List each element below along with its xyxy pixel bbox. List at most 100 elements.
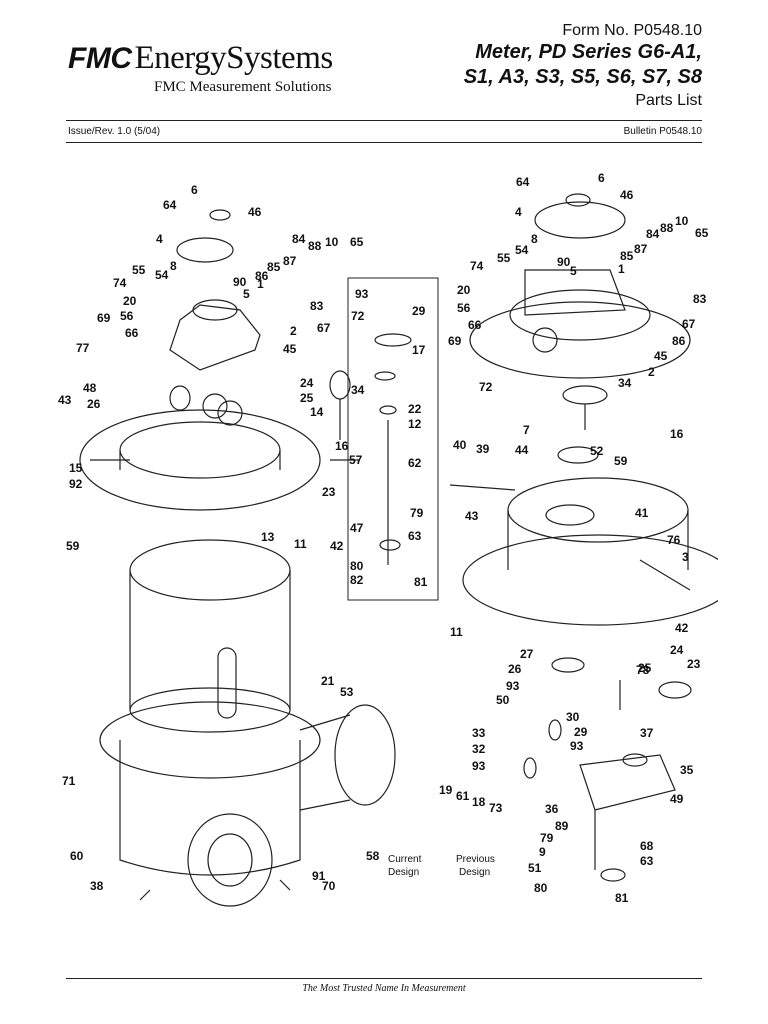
svg-text:74: 74 bbox=[113, 276, 127, 290]
svg-text:55: 55 bbox=[497, 251, 511, 265]
svg-text:8: 8 bbox=[170, 259, 177, 273]
svg-text:82: 82 bbox=[350, 573, 364, 587]
svg-text:43: 43 bbox=[465, 509, 479, 523]
svg-text:46: 46 bbox=[620, 188, 634, 202]
svg-text:43: 43 bbox=[58, 393, 72, 407]
svg-text:93: 93 bbox=[472, 759, 486, 773]
svg-text:77: 77 bbox=[76, 341, 90, 355]
svg-text:35: 35 bbox=[680, 763, 694, 777]
svg-text:49: 49 bbox=[670, 792, 684, 806]
svg-text:66: 66 bbox=[125, 326, 139, 340]
svg-text:70: 70 bbox=[322, 879, 336, 893]
title-block: Form No. P0548.10 Meter, PD Series G6-A1… bbox=[464, 22, 702, 110]
svg-text:44: 44 bbox=[515, 443, 529, 457]
svg-text:85: 85 bbox=[267, 260, 281, 274]
svg-text:1: 1 bbox=[618, 262, 625, 276]
svg-text:91: 91 bbox=[312, 869, 326, 883]
svg-text:10: 10 bbox=[325, 235, 339, 249]
svg-text:11: 11 bbox=[450, 625, 463, 639]
svg-text:6: 6 bbox=[191, 183, 198, 197]
caption-previous-line2: Design bbox=[459, 867, 490, 878]
svg-text:65: 65 bbox=[695, 226, 709, 240]
svg-text:88: 88 bbox=[660, 221, 674, 235]
svg-text:88: 88 bbox=[308, 239, 322, 253]
svg-text:81: 81 bbox=[615, 891, 629, 905]
logo-subtitle: FMC Measurement Solutions bbox=[154, 79, 332, 95]
outlet-flange bbox=[334, 704, 396, 806]
svg-text:80: 80 bbox=[534, 881, 548, 895]
logo-name: EnergySystems bbox=[134, 40, 333, 76]
title-line-1: Meter, PD Series G6-A1, bbox=[475, 41, 702, 63]
svg-text:4: 4 bbox=[156, 232, 163, 246]
svg-text:48: 48 bbox=[83, 381, 97, 395]
caption-previous-line1: Previous bbox=[456, 854, 495, 865]
svg-text:45: 45 bbox=[283, 342, 297, 356]
cover-flange-right bbox=[469, 301, 691, 379]
svg-text:63: 63 bbox=[640, 854, 654, 868]
svg-text:54: 54 bbox=[515, 243, 529, 257]
svg-text:25: 25 bbox=[638, 661, 652, 675]
svg-text:20: 20 bbox=[123, 294, 137, 308]
svg-text:84: 84 bbox=[292, 232, 306, 246]
svg-text:4: 4 bbox=[515, 205, 522, 219]
svg-text:24: 24 bbox=[670, 643, 684, 657]
caption-current-line2: Design bbox=[388, 867, 419, 878]
svg-text:66: 66 bbox=[468, 318, 482, 332]
svg-text:74: 74 bbox=[470, 259, 484, 273]
svg-text:23: 23 bbox=[687, 657, 701, 671]
svg-text:89: 89 bbox=[555, 819, 569, 833]
svg-text:22: 22 bbox=[408, 402, 422, 416]
svg-text:51: 51 bbox=[528, 861, 542, 875]
svg-text:37: 37 bbox=[640, 726, 654, 740]
svg-text:65: 65 bbox=[350, 235, 364, 249]
svg-text:68: 68 bbox=[640, 839, 654, 853]
svg-text:3: 3 bbox=[682, 550, 689, 564]
svg-text:23: 23 bbox=[322, 485, 336, 499]
svg-text:47: 47 bbox=[350, 521, 364, 535]
svg-text:67: 67 bbox=[317, 321, 331, 335]
svg-text:86: 86 bbox=[255, 269, 269, 283]
svg-text:63: 63 bbox=[408, 529, 422, 543]
svg-text:62: 62 bbox=[408, 456, 422, 470]
svg-text:21: 21 bbox=[321, 674, 335, 688]
svg-text:93: 93 bbox=[506, 679, 520, 693]
svg-text:26: 26 bbox=[87, 397, 101, 411]
svg-text:14: 14 bbox=[310, 405, 324, 419]
caption-current-line1: Current bbox=[388, 854, 422, 865]
cover-flange bbox=[79, 409, 321, 511]
svg-text:19: 19 bbox=[439, 783, 453, 797]
svg-text:10: 10 bbox=[675, 214, 689, 228]
svg-text:15: 15 bbox=[69, 461, 83, 475]
svg-text:26: 26 bbox=[508, 662, 522, 676]
bulletin-number: Bulletin P0548.10 bbox=[623, 126, 702, 137]
svg-text:79: 79 bbox=[540, 831, 554, 845]
svg-text:72: 72 bbox=[479, 380, 493, 394]
footer-rule bbox=[66, 978, 702, 979]
svg-text:6: 6 bbox=[598, 171, 605, 185]
svg-text:90: 90 bbox=[233, 275, 247, 289]
svg-text:93: 93 bbox=[570, 739, 584, 753]
svg-text:32: 32 bbox=[472, 742, 486, 756]
svg-text:59: 59 bbox=[614, 454, 628, 468]
svg-text:73: 73 bbox=[489, 801, 503, 815]
svg-text:5: 5 bbox=[570, 264, 577, 278]
fmc-logo: FMC EnergySystems FMC Measurement Soluti… bbox=[68, 40, 333, 96]
svg-text:42: 42 bbox=[675, 621, 689, 635]
svg-text:80: 80 bbox=[350, 559, 364, 573]
svg-text:42: 42 bbox=[330, 539, 344, 553]
register-plate bbox=[579, 754, 676, 811]
svg-text:59: 59 bbox=[66, 539, 80, 553]
svg-text:58: 58 bbox=[366, 849, 380, 863]
header-rule-bottom bbox=[66, 142, 702, 143]
inlet-flange bbox=[187, 813, 273, 907]
svg-text:64: 64 bbox=[163, 198, 177, 212]
svg-text:16: 16 bbox=[670, 427, 684, 441]
svg-text:18: 18 bbox=[472, 795, 486, 809]
svg-text:90: 90 bbox=[557, 255, 571, 269]
svg-text:2: 2 bbox=[290, 324, 297, 338]
svg-text:85: 85 bbox=[620, 249, 634, 263]
svg-text:93: 93 bbox=[355, 287, 369, 301]
footer-tagline: The Most Trusted Name In Measurement bbox=[302, 983, 466, 994]
meter-top-cover bbox=[129, 539, 291, 601]
